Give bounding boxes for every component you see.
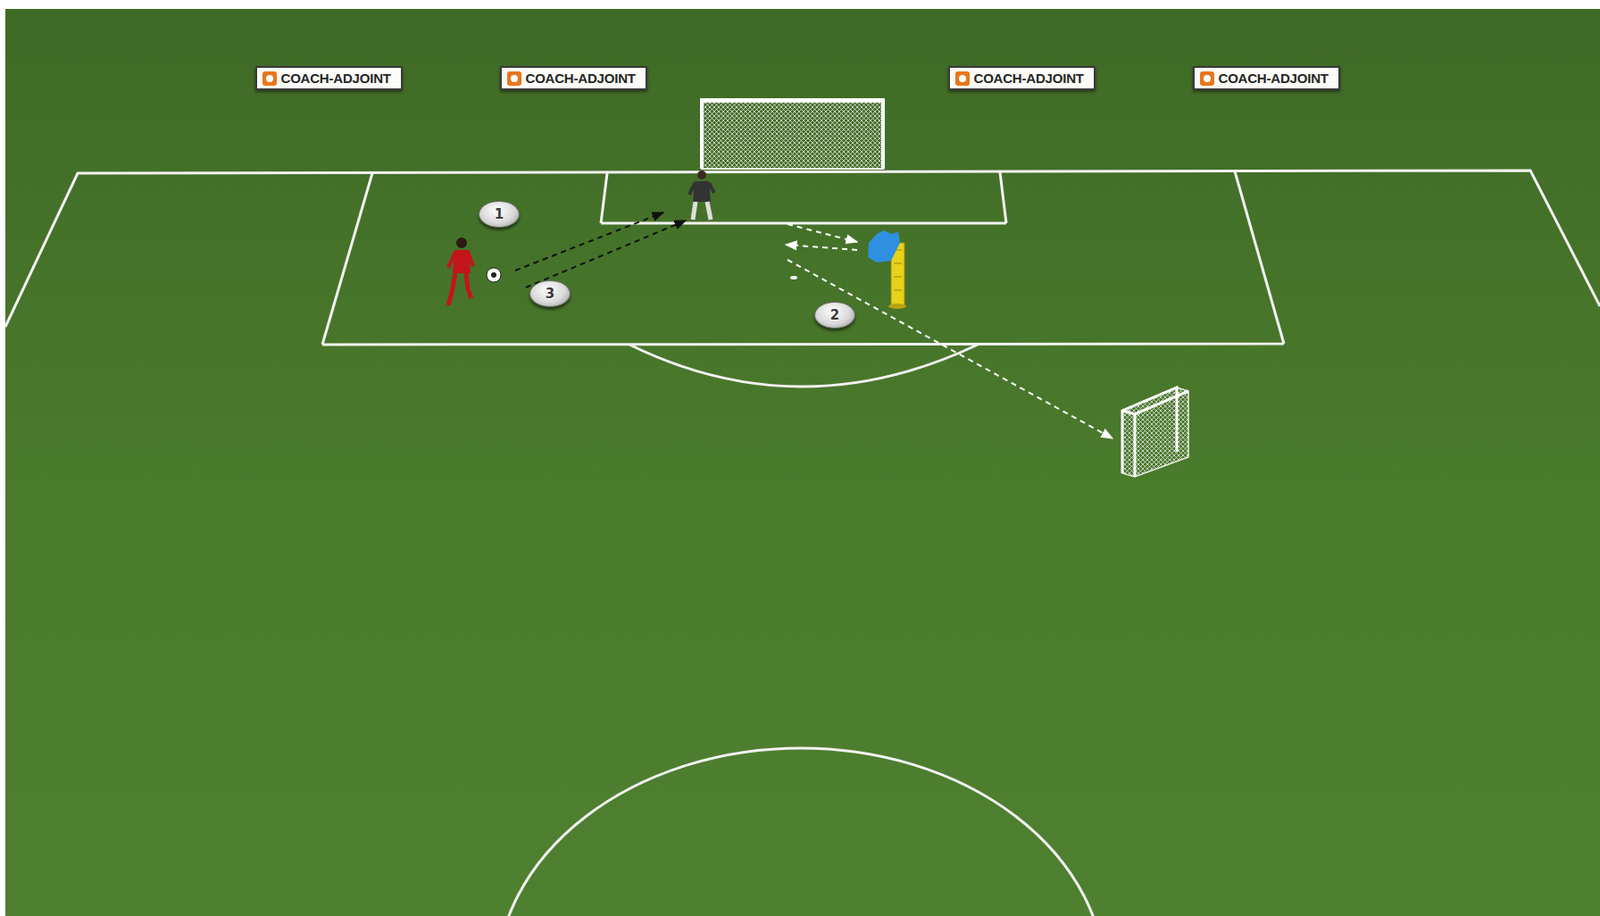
callout-number: 2 <box>830 307 840 324</box>
watermark-text: COACH-ADJOINT <box>974 70 1084 86</box>
player-red <box>448 237 474 306</box>
goalkeeper <box>689 170 715 220</box>
marker-dot <box>790 275 798 280</box>
small-goal <box>1122 387 1189 477</box>
watermark-text: COACH-ADJOINT <box>1218 70 1329 86</box>
pitch-lines <box>5 170 1600 916</box>
logo-icon <box>955 71 970 86</box>
advert-board: COACH-ADJOINT <box>948 66 1096 91</box>
logo-icon <box>507 71 522 86</box>
watermark-text: COACH-ADJOINT <box>525 70 636 86</box>
callout-disc: 2 <box>814 301 856 329</box>
callout-number: 3 <box>545 285 555 302</box>
mannequin <box>867 230 907 309</box>
advert-board: COACH-ADJOINT <box>500 66 648 91</box>
logo-icon <box>1200 71 1215 86</box>
advert-board: COACH-ADJOINT <box>1192 66 1341 91</box>
main-goal <box>701 100 884 169</box>
callout-disc: 3 <box>529 280 571 308</box>
logo-icon <box>262 71 277 86</box>
grass <box>5 8 1600 916</box>
callout-disc: 1 <box>478 200 520 228</box>
movement-arrows <box>515 212 1113 439</box>
callout-number: 1 <box>494 206 504 223</box>
advert-board: COACH-ADJOINT <box>255 66 403 91</box>
ball <box>486 267 501 283</box>
watermark-text: COACH-ADJOINT <box>281 70 392 86</box>
